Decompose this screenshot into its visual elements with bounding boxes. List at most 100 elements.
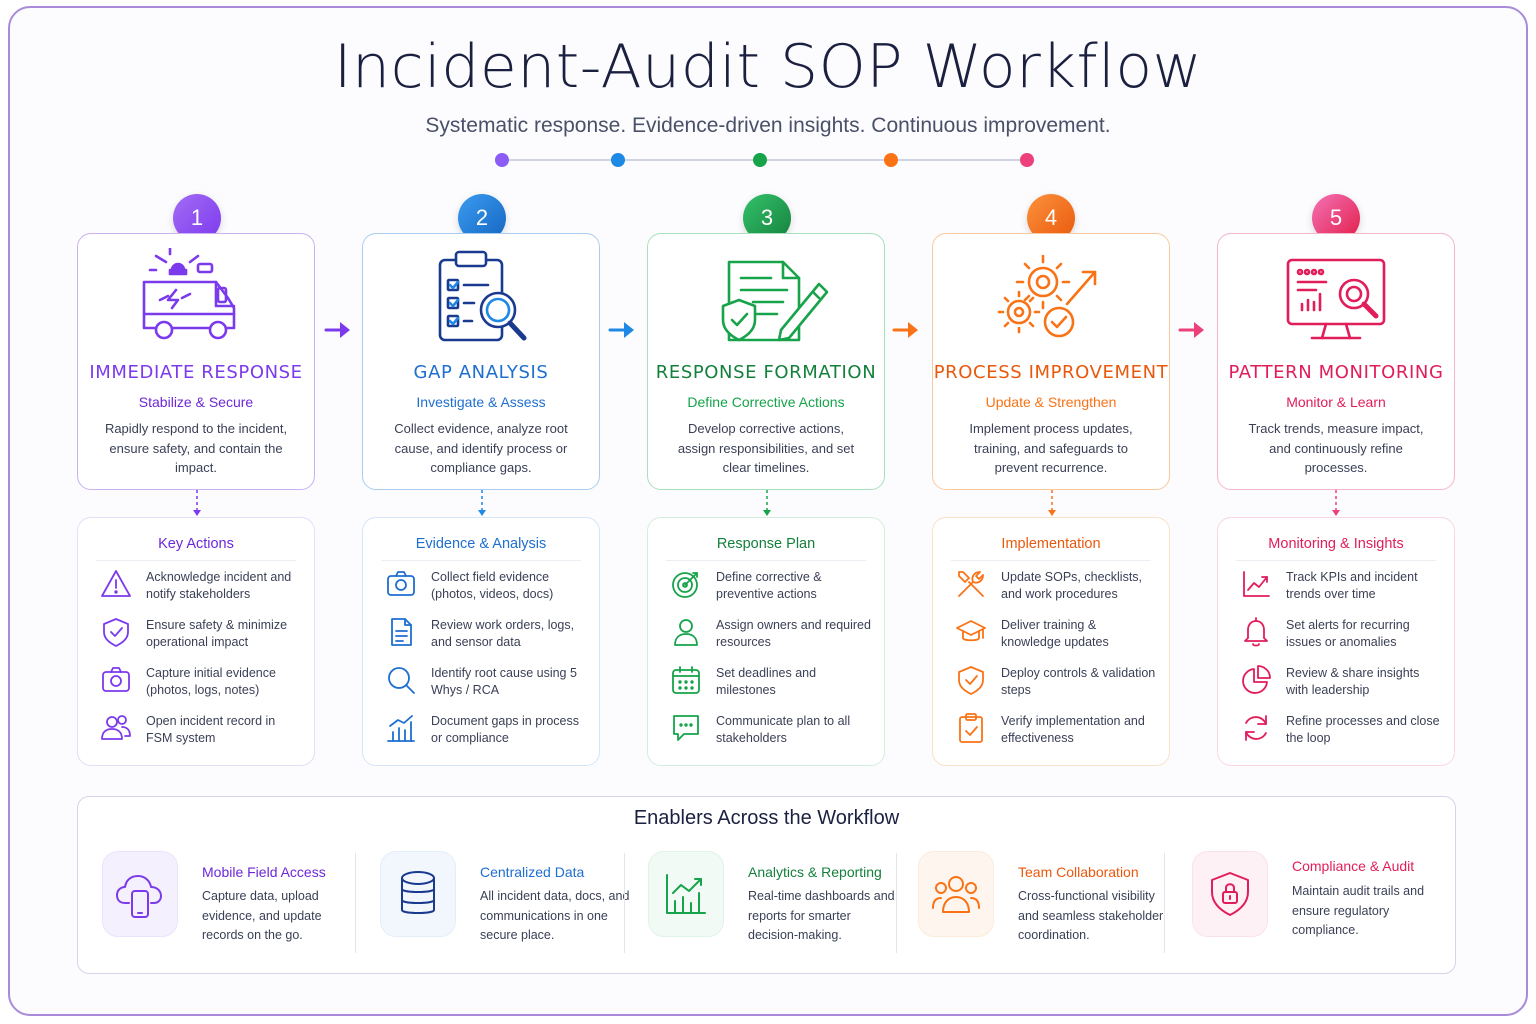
analytics-chart-icon xyxy=(666,874,706,914)
connector-down-icon xyxy=(1048,490,1056,516)
target-icon xyxy=(672,572,698,598)
phase-subtitle: Update & Strengthen xyxy=(985,394,1117,410)
shield-check-icon xyxy=(958,666,984,695)
list-item: Define corrective & preventive actions xyxy=(670,568,874,616)
enabler-description: Maintain audit trails and ensure regulat… xyxy=(1292,884,1425,937)
phase-card-pattern-monitoring: PATTERN MONITORING Monitor & Learn Track… xyxy=(1217,233,1455,490)
enabler-name: Compliance & Audit xyxy=(1292,858,1415,874)
list-item: Acknowledge incident and notify stakehol… xyxy=(100,568,304,616)
enabler-name: Centralized Data xyxy=(480,864,585,880)
list-item: Update SOPs, checklists, and work proced… xyxy=(955,568,1159,616)
document-shield-pen-icon xyxy=(721,260,829,342)
team-icon xyxy=(932,876,980,913)
list-item: Identify root cause using 5 Whys / RCA xyxy=(385,664,589,712)
clipboard-search-icon xyxy=(438,250,527,342)
phase-title: GAP ANALYSIS xyxy=(413,362,549,383)
pie-chart-icon xyxy=(1242,665,1271,694)
list-card-response-plan: Response Plan Define corrective & preven… xyxy=(647,517,885,766)
list-card-title: Response Plan xyxy=(666,536,866,561)
enabler-description: Capture data, upload evidence, and updat… xyxy=(202,889,322,942)
dot-step-1 xyxy=(495,153,509,167)
user-icon xyxy=(674,619,698,646)
list-card-title: Key Actions xyxy=(96,536,296,561)
list-item-text: Verify implementation and effectiveness xyxy=(1001,714,1145,745)
phase-card-immediate-response: IMMEDIATE RESPONSE Stabilize & Secure Ra… xyxy=(77,233,315,490)
phase-title: PATTERN MONITORING xyxy=(1228,362,1444,383)
list-item: Document gaps in process or compliance xyxy=(385,712,589,760)
phase-title: IMMEDIATE RESPONSE xyxy=(89,362,303,383)
phase-subtitle: Investigate & Assess xyxy=(416,394,546,410)
bell-icon xyxy=(1244,617,1268,647)
enabler-name: Analytics & Reporting xyxy=(748,864,882,880)
enabler-name: Mobile Field Access xyxy=(202,864,326,880)
list-item: Review work orders, logs, and sensor dat… xyxy=(385,616,589,664)
phase-card-gap-analysis: GAP ANALYSIS Investigate & Assess Collec… xyxy=(362,233,600,490)
camera-icon xyxy=(102,667,130,692)
list-item: Collect field evidence (photos, videos, … xyxy=(385,568,589,616)
phase-description: Rapidly respond to the incident, ensure … xyxy=(104,421,288,475)
phase-card-process-improvement: PROCESS IMPROVEMENT Update & Strengthen … xyxy=(932,233,1170,490)
enabler-description: Real-time dashboards and reports for sma… xyxy=(748,889,895,942)
list-item-text: Deliver training & knowledge updates xyxy=(1001,618,1109,649)
graduation-cap-icon xyxy=(956,620,986,642)
gears-check-icon xyxy=(997,254,1097,338)
phase-subtitle: Monitor & Learn xyxy=(1286,394,1386,410)
list-item-text: Collect field evidence (photos, videos, … xyxy=(431,570,554,601)
phase-description: Collect evidence, analyze root cause, an… xyxy=(394,421,568,475)
shield-check-icon xyxy=(103,618,129,647)
camera-icon xyxy=(387,571,415,596)
clipboard-check-icon xyxy=(959,713,983,743)
phase-title: PROCESS IMPROVEMENT xyxy=(933,362,1169,383)
phase-title: RESPONSE FORMATION xyxy=(655,362,877,383)
connector-down-icon xyxy=(1332,490,1340,516)
list-item-text: Identify root cause using 5 Whys / RCA xyxy=(431,666,577,697)
list-card-title: Implementation xyxy=(951,536,1151,561)
enablers-title: Enablers Across the Workflow xyxy=(633,807,900,829)
list-item-text: Open incident record in FSM system xyxy=(146,714,276,745)
phase-card-response-formation: RESPONSE FORMATION Define Corrective Act… xyxy=(647,233,885,490)
connector-down-icon xyxy=(478,490,486,516)
tools-icon xyxy=(958,571,984,597)
list-item-text: Define corrective & preventive actions xyxy=(716,570,822,601)
monitor-analytics-icon xyxy=(1286,258,1386,340)
list-item: Verify implementation and effectiveness xyxy=(955,712,1159,760)
phase-description: Develop corrective actions, assign respo… xyxy=(677,421,855,475)
phase-description: Track trends, measure impact, and contin… xyxy=(1248,421,1424,475)
list-item-text: Review work orders, logs, and sensor dat… xyxy=(431,618,575,649)
list-card-evidence-analysis: Evidence & Analysis Collect field eviden… xyxy=(362,517,600,766)
bar-chart-icon xyxy=(387,715,415,742)
dot-step-2 xyxy=(611,153,625,167)
list-card-monitoring-insights: Monitoring & Insights Track KPIs and inc… xyxy=(1217,517,1455,766)
users-icon xyxy=(101,715,131,740)
divider xyxy=(355,853,356,953)
refresh-icon xyxy=(1245,715,1267,741)
list-card-implementation: Implementation Update SOPs, checklists, … xyxy=(932,517,1170,766)
progress-dots xyxy=(495,152,1035,168)
page-title: Incident-Audit SOP Workflow xyxy=(333,32,1203,102)
warning-icon xyxy=(101,570,131,597)
enabler-description: Cross-functional visibility and seamless… xyxy=(1018,889,1164,942)
list-item-text: Acknowledge incident and notify stakehol… xyxy=(146,570,292,601)
list-item: Communicate plan to all stakeholders xyxy=(670,712,874,760)
list-item: Open incident record in FSM system xyxy=(100,712,304,760)
chat-icon xyxy=(673,715,699,741)
shield-lock-icon xyxy=(1211,872,1249,916)
arrow-right-icon xyxy=(892,322,918,338)
list-item-text: Refine processes and close the loop xyxy=(1286,714,1440,745)
enablers-panel: Enablers Across the Workflow Mobile Fiel… xyxy=(77,796,1456,974)
list-item-text: Ensure safety & minimize operational imp… xyxy=(146,618,288,649)
list-card-title: Monitoring & Insights xyxy=(1236,536,1436,561)
list-item: Review & share insights with leadership xyxy=(1240,664,1444,712)
connector-down-icon xyxy=(763,490,771,516)
dot-step-4 xyxy=(884,153,898,167)
enabler-description: All incident data, docs, and communicati… xyxy=(480,889,630,942)
list-item: Set alerts for recurring issues or anoma… xyxy=(1240,616,1444,664)
list-item: Capture initial evidence (photos, logs, … xyxy=(100,664,304,712)
list-item-text: Document gaps in process or compliance xyxy=(431,714,579,745)
list-item: Deploy controls & validation steps xyxy=(955,664,1159,712)
list-item-text: Update SOPs, checklists, and work proced… xyxy=(1001,570,1143,601)
list-item: Ensure safety & minimize operational imp… xyxy=(100,616,304,664)
list-item: Refine processes and close the loop xyxy=(1240,712,1444,760)
list-card-key-actions: Key Actions Acknowledge incident and not… xyxy=(77,517,315,766)
list-item: Set deadlines and milestones xyxy=(670,664,874,712)
